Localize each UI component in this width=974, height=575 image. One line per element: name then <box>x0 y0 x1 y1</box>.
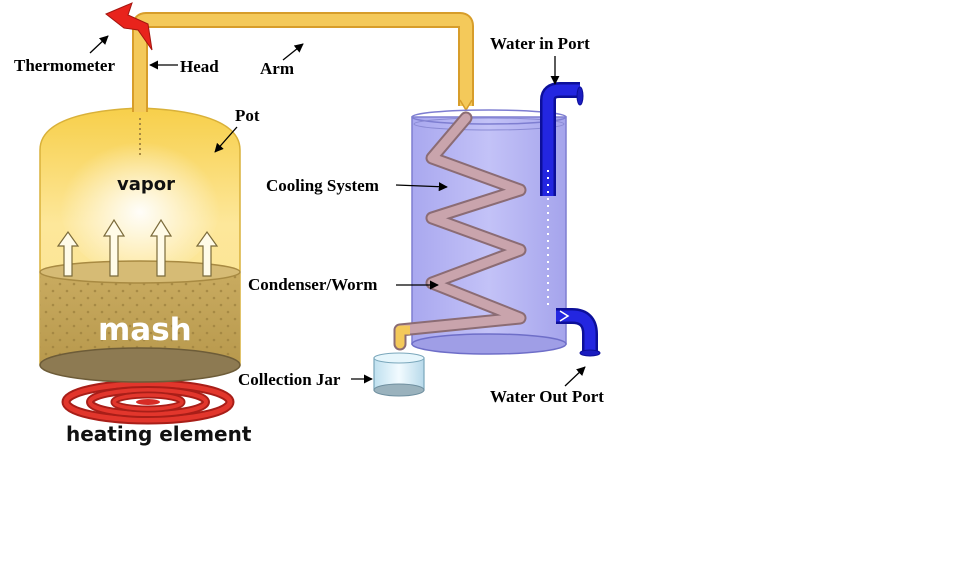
label-heating-element: heating element <box>66 422 252 446</box>
label-collection-jar: Collection Jar <box>238 370 341 389</box>
label-thermometer: Thermometer <box>14 56 115 75</box>
collection-jar <box>373 352 425 397</box>
condenser-coil <box>393 111 527 351</box>
leader-lines <box>89 35 586 387</box>
label-mash: mash <box>98 312 192 348</box>
label-condenser-worm: Condenser/Worm <box>248 275 377 294</box>
water-in-pipe <box>540 82 584 310</box>
label-water-out-port: Water Out Port <box>490 387 604 406</box>
label-head: Head <box>180 57 219 76</box>
label-vapor: vapor <box>117 174 175 195</box>
thermometer-icon <box>105 2 153 51</box>
heat-arrow-icon <box>56 218 219 277</box>
label-pot: Pot <box>235 106 260 125</box>
water-out-pipe <box>556 308 601 357</box>
label-cooling-system: Cooling System <box>266 176 379 195</box>
heating-element-icon <box>61 379 235 425</box>
label-water-in-port: Water in Port <box>490 34 590 53</box>
label-arm: Arm <box>260 59 294 78</box>
pot <box>39 107 241 383</box>
